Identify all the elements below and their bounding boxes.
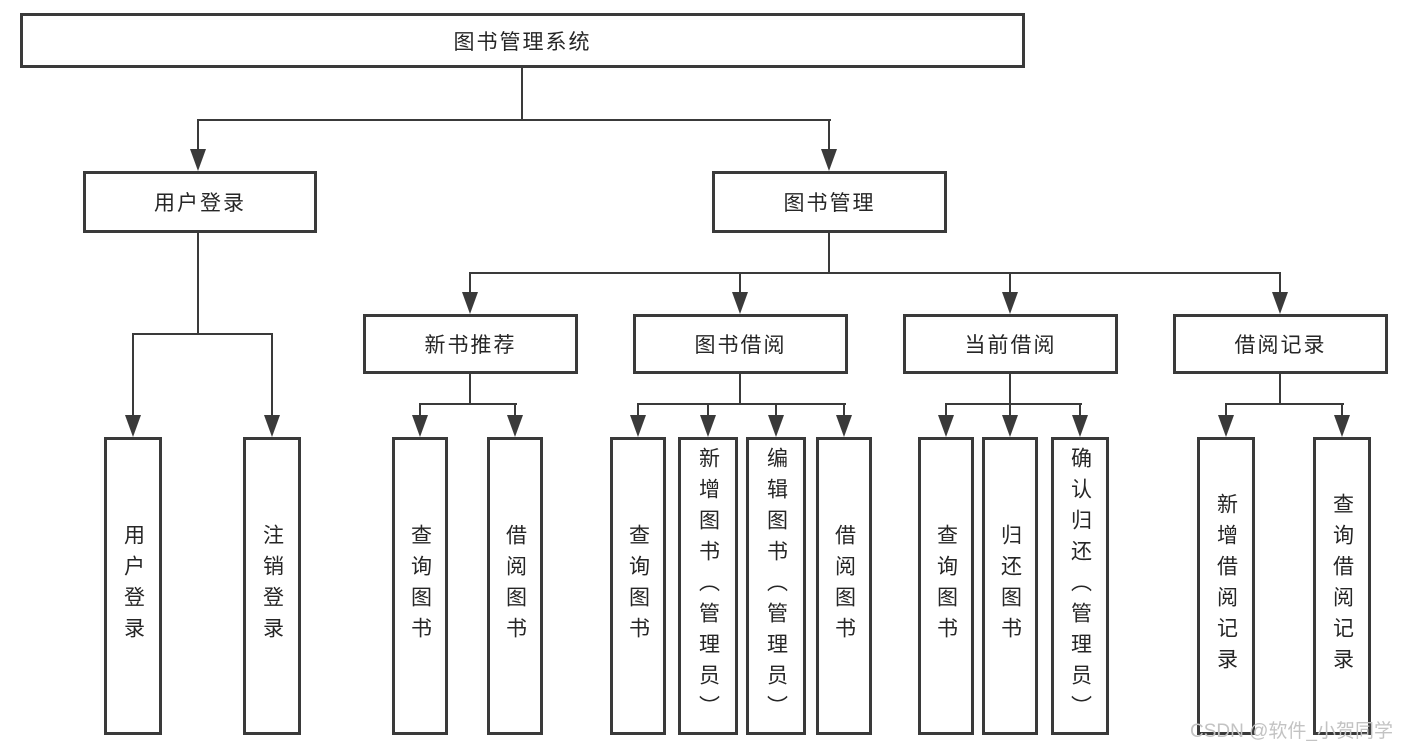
leaf-current-search-books: 查询图书 xyxy=(918,437,974,735)
node-borrow-records-label: 借阅记录 xyxy=(1234,334,1327,357)
leaf-add-books-admin: 新增图书（管理员） xyxy=(678,437,738,735)
arrow-to-user-login xyxy=(190,119,206,171)
node-user-login-label: 用户登录 xyxy=(154,192,246,215)
leaf-search-borrow-record: 查询借阅记录 xyxy=(1313,437,1371,735)
arrow-to-new-book-recommend xyxy=(462,272,478,314)
leaf-add-borrow-record-label: 新增借阅记录 xyxy=(1214,493,1238,679)
leaf-recommend-borrow-books: 借阅图书 xyxy=(487,437,543,735)
csdn-watermark: CSDN @软件_小贺同学 xyxy=(1190,721,1393,742)
node-root-label: 图书管理系统 xyxy=(453,30,592,54)
arrow-to-recommend-search xyxy=(412,403,428,437)
leaf-add-borrow-record: 新增借阅记录 xyxy=(1197,437,1255,735)
leaf-current-search-books-label: 查询图书 xyxy=(934,524,958,648)
arrow-to-leaf-logout xyxy=(264,333,280,437)
arrow-to-leaf-user-login xyxy=(125,333,141,437)
node-current-borrow-label: 当前借阅 xyxy=(964,334,1057,357)
leaf-recommend-search-books: 查询图书 xyxy=(392,437,448,735)
leaf-borrow-books-label: 借阅图书 xyxy=(832,524,856,648)
connector-current-rail xyxy=(945,403,1082,405)
connector-borrow-stem xyxy=(739,374,741,405)
node-book-management: 图书管理 xyxy=(712,171,947,233)
arrow-to-current-borrow xyxy=(1002,272,1018,314)
leaf-edit-books-admin: 编辑图书（管理员） xyxy=(746,437,806,735)
connector-records-stem xyxy=(1279,374,1281,405)
arrow-to-current-search xyxy=(938,403,954,437)
leaf-search-borrow-record-label: 查询借阅记录 xyxy=(1330,493,1354,679)
leaf-recommend-borrow-books-label: 借阅图书 xyxy=(503,524,527,648)
connector-recommend-stem xyxy=(469,374,471,405)
node-user-login: 用户登录 xyxy=(83,171,317,233)
connector-borrow-rail xyxy=(637,403,846,405)
node-new-book-recommend-label: 新书推荐 xyxy=(424,334,517,357)
node-borrow-records: 借阅记录 xyxy=(1173,314,1388,374)
connector-level2-rail xyxy=(197,119,831,121)
leaf-confirm-return-admin-label: 确认归还（管理员） xyxy=(1068,446,1092,726)
arrow-to-edit-books xyxy=(768,403,784,437)
leaf-return-books: 归还图书 xyxy=(982,437,1038,735)
arrow-to-book-borrow xyxy=(732,272,748,314)
node-book-borrow-label: 图书借阅 xyxy=(694,334,787,357)
arrow-to-borrow-records xyxy=(1272,272,1288,314)
arrow-to-add-books xyxy=(700,403,716,437)
node-book-management-label: 图书管理 xyxy=(783,192,876,215)
arrow-to-recommend-borrow xyxy=(507,403,523,437)
node-new-book-recommend: 新书推荐 xyxy=(363,314,578,374)
connector-level3-rail xyxy=(469,272,1281,274)
leaf-return-books-label: 归还图书 xyxy=(998,524,1022,648)
leaf-user-login: 用户登录 xyxy=(104,437,162,735)
connector-recommend-rail xyxy=(419,403,517,405)
leaf-recommend-search-books-label: 查询图书 xyxy=(408,524,432,648)
arrow-to-borrow-books xyxy=(836,403,852,437)
arrow-to-return-books xyxy=(1002,403,1018,437)
leaf-edit-books-admin-label: 编辑图书（管理员） xyxy=(764,446,788,726)
arrow-to-borrow-search xyxy=(630,403,646,437)
arrow-to-add-record xyxy=(1218,403,1234,437)
leaf-logout-label: 注销登录 xyxy=(260,524,284,648)
arrow-to-search-record xyxy=(1334,403,1350,437)
connector-book-management-stem xyxy=(828,233,830,274)
leaf-add-books-admin-label: 新增图书（管理员） xyxy=(696,446,720,726)
leaf-borrow-books: 借阅图书 xyxy=(816,437,872,735)
node-book-borrow: 图书借阅 xyxy=(633,314,848,374)
connector-user-login-stem xyxy=(197,233,199,335)
connector-records-rail xyxy=(1225,403,1344,405)
arrow-to-book-management xyxy=(821,119,837,171)
leaf-borrow-search-books-label: 查询图书 xyxy=(626,524,650,648)
leaf-borrow-search-books: 查询图书 xyxy=(610,437,666,735)
leaf-logout: 注销登录 xyxy=(243,437,301,735)
node-current-borrow: 当前借阅 xyxy=(903,314,1118,374)
node-root: 图书管理系统 xyxy=(20,13,1025,68)
leaf-user-login-label: 用户登录 xyxy=(121,524,145,648)
arrow-to-confirm-return xyxy=(1072,403,1088,437)
connector-user-login-rail xyxy=(132,333,273,335)
connector-root-stem xyxy=(521,68,523,121)
leaf-confirm-return-admin: 确认归还（管理员） xyxy=(1051,437,1109,735)
connector-current-stem xyxy=(1009,374,1011,405)
